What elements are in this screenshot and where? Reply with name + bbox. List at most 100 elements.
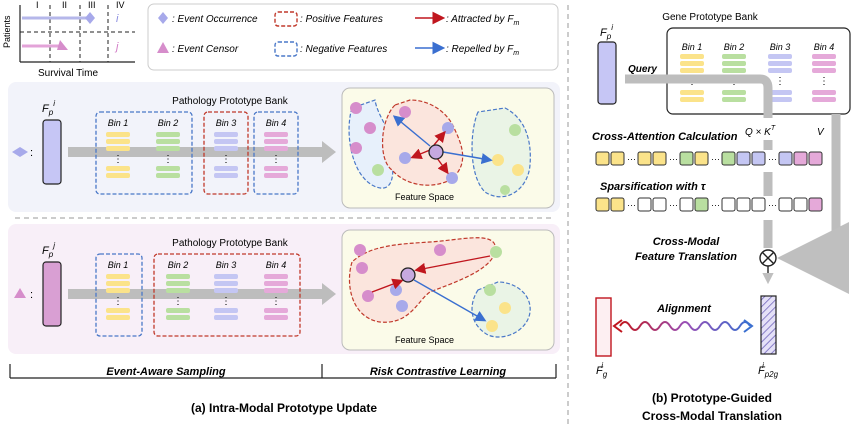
prototype-bar (214, 274, 238, 279)
event-aware-sampling-label: Event-Aware Sampling (106, 366, 225, 378)
ellipsis: ⋮ (221, 154, 231, 165)
feature-point (446, 172, 458, 184)
row-ellipsis: ··· (669, 200, 678, 210)
x-axis-label: Survival Time (38, 68, 98, 79)
panel-a-caption: (a) Intra-Modal Prototype Update (191, 401, 377, 415)
bin-label: Bin 3 (216, 260, 237, 270)
query-feature-label: F (600, 27, 608, 39)
repel-arrow (442, 151, 493, 165)
prototype-bar (264, 308, 288, 313)
v-label: V (817, 127, 825, 138)
svg-text:Fp2gi: Fp2gi (758, 361, 779, 379)
feature-point (509, 124, 521, 136)
feature-space-label-bottom: Feature Space (395, 335, 454, 345)
feature-point (372, 164, 384, 176)
prototype-bar (214, 139, 238, 144)
attention-cell (610, 151, 625, 166)
svg-text::: : (30, 289, 33, 301)
event-occurrence-marker (85, 12, 95, 24)
bin-label: Bin 4 (266, 118, 287, 128)
gene-bins: Bin 1⋮Bin 2⋮Bin 3⋮Bin 4⋮ (680, 42, 836, 102)
prototype-bar (768, 97, 792, 102)
panel-b: Gene Prototype Bank Bin 1⋮Bin 2⋮Bin 3⋮Bi… (592, 12, 851, 423)
bin-label-4: IV (116, 0, 125, 10)
attention-cell (637, 151, 652, 166)
bin-label: Bin 3 (216, 118, 237, 128)
attention-cell (793, 197, 808, 212)
attention-cell (721, 197, 736, 212)
prototype-bar (812, 97, 836, 102)
qk-label: Q × K (745, 127, 772, 138)
attention-cell (721, 151, 736, 166)
alignment-arrow-left (612, 319, 623, 333)
prototype-bar (106, 308, 130, 313)
negative-group (95, 111, 193, 195)
prototype-bar (722, 61, 746, 66)
prototype-bar (106, 281, 130, 286)
row-ellipsis: ··· (768, 154, 777, 164)
bin-label: Bin 1 (108, 118, 129, 128)
row-ellipsis: ··· (669, 154, 678, 164)
cross-attention-label: Cross-Attention Calculation (592, 131, 738, 143)
feature-j-label: F (42, 245, 50, 257)
legend-attracted: : Attracted by F (446, 14, 514, 25)
ellipsis: ⋮ (271, 296, 281, 307)
prototype-bar (214, 288, 238, 293)
attention-cell (595, 151, 610, 166)
attract-arrow (436, 157, 449, 175)
prototype-bar (156, 173, 180, 178)
legend-frame (147, 3, 559, 71)
prototype-bar (722, 97, 746, 102)
repel-arrow (413, 279, 487, 322)
ellipsis: ⋮ (113, 296, 123, 307)
prototype-bar (166, 274, 190, 279)
bin-label: Bin 4 (266, 260, 287, 270)
negative-group (253, 111, 299, 195)
prototype-bar (812, 61, 836, 66)
prototype-bar (812, 68, 836, 73)
feature-point (399, 152, 411, 164)
ellipsis: ⋮ (173, 296, 183, 307)
feature-point (350, 102, 362, 114)
prototype-bar (722, 54, 746, 59)
negative-group (95, 253, 143, 337)
panel-b-caption-2: Cross-Modal Translation (642, 409, 782, 423)
gene-feature (595, 297, 612, 357)
prototype-bar (264, 281, 288, 286)
attention-cell (778, 151, 793, 166)
attention-cell (652, 151, 667, 166)
anchor-feature (400, 267, 416, 283)
repel-arrow (392, 115, 431, 147)
prototype-bar (264, 132, 288, 137)
query-feature (597, 41, 617, 105)
feature-point (364, 122, 376, 134)
sparsification-label: Sparsification with τ (600, 181, 706, 193)
pathology-bins-top: Bin 1⋮Bin 2⋮Bin 3⋮Bin 4⋮ (95, 111, 299, 195)
svg-text:: Attracted by Fm: : Attracted by Fm (446, 14, 519, 27)
feature-point (486, 320, 498, 332)
prototype-bar (106, 288, 130, 293)
attention-cell (637, 197, 652, 212)
prototype-bar (264, 274, 288, 279)
feature-i-label: F (42, 103, 50, 115)
attention-cell (751, 151, 766, 166)
prototype-bar (812, 90, 836, 95)
bin-label-2: II (62, 0, 67, 10)
prototype-bar (106, 315, 130, 320)
row-ellipsis: ··· (768, 200, 777, 210)
event-censor-marker (57, 40, 68, 50)
positive-group (153, 253, 301, 337)
bin-label: Bin 2 (158, 118, 179, 128)
svg-text:Fpi: Fpi (600, 23, 613, 41)
query-label: Query (628, 64, 657, 75)
row-label-i: i (116, 13, 119, 25)
prototype-bar (106, 139, 130, 144)
feature-space-label: Feature Space (395, 192, 454, 202)
feature-point (512, 164, 524, 176)
legend-event-occurrence: : Event Occurrence (172, 14, 258, 25)
prototype-bar (264, 139, 288, 144)
gene-bin-label: Bin 2 (724, 42, 745, 52)
feature-point (390, 284, 402, 296)
prototype-bar (680, 54, 704, 59)
prototype-bar (264, 173, 288, 178)
